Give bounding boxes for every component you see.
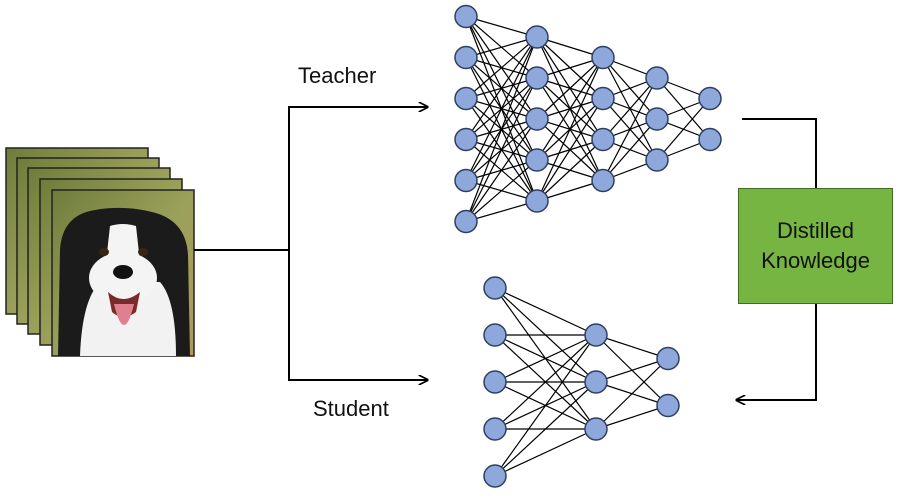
network-edge: [494, 287, 597, 336]
network-node: [656, 393, 680, 418]
network-node: [454, 209, 478, 234]
network-node: [454, 168, 478, 193]
network-edge: [595, 334, 669, 360]
network-node: [525, 189, 549, 213]
network-node: [454, 4, 478, 29]
network-node: [591, 45, 615, 70]
network-node: [483, 276, 507, 300]
network-node: [656, 346, 680, 371]
network-edge: [536, 57, 604, 161]
network-edge: [602, 118, 658, 181]
network-edge: [494, 381, 597, 477]
network-edge: [656, 98, 711, 161]
network-edge: [465, 200, 538, 223]
network-node: [483, 323, 507, 347]
student-network: [483, 276, 680, 488]
student-label: Student: [313, 396, 389, 421]
network-edge: [465, 36, 538, 181]
network-edge: [465, 36, 538, 222]
network-node: [525, 66, 549, 90]
network-edge: [494, 428, 597, 477]
teacher-network: [454, 4, 722, 234]
network-edge: [595, 358, 669, 430]
network-edge: [494, 334, 597, 383]
flow-connectors: [194, 106, 817, 400]
network-edge: [494, 334, 597, 477]
network-node: [454, 127, 478, 152]
network-node: [584, 370, 608, 394]
network-edge: [465, 77, 538, 222]
network-node: [698, 127, 722, 152]
network-edge: [595, 357, 669, 383]
network-node: [645, 107, 669, 131]
network-edge: [465, 36, 538, 59]
network-node: [591, 127, 615, 152]
network-node: [525, 25, 549, 49]
network-node: [584, 417, 608, 441]
network-node: [483, 417, 507, 441]
network-edge: [536, 57, 604, 120]
network-edge: [465, 36, 538, 140]
input-image-stack: [5, 147, 195, 357]
network-edge: [465, 118, 538, 222]
network-node: [698, 86, 722, 111]
network-node: [591, 86, 615, 111]
network-edge: [602, 77, 658, 181]
network-node: [584, 323, 608, 347]
network-node: [525, 148, 549, 172]
network-edge: [465, 15, 538, 38]
teacher-to-box-line: [742, 118, 817, 188]
network-node: [483, 370, 507, 394]
network-edge: [465, 36, 538, 99]
network-edge: [494, 334, 597, 430]
teacher-label: Teacher: [298, 63, 377, 88]
network-edge: [465, 159, 538, 222]
network-node: [525, 107, 549, 131]
network-node: [454, 45, 478, 70]
network-edge: [536, 139, 604, 202]
network-node: [591, 168, 615, 193]
network-edge: [536, 57, 604, 202]
network-node: [645, 66, 669, 90]
network-edge: [602, 77, 658, 140]
network-edge: [595, 404, 669, 430]
network-node: [483, 464, 507, 488]
box-to-student-arrow: [737, 304, 817, 400]
distilled-knowledge-label: Distilled Knowledge: [761, 218, 870, 273]
network-edge: [536, 98, 604, 202]
distilled-knowledge-box: Distilled Knowledge: [738, 188, 893, 304]
network-node: [645, 148, 669, 172]
dog-photo-icon: [58, 207, 190, 356]
network-node: [454, 86, 478, 111]
